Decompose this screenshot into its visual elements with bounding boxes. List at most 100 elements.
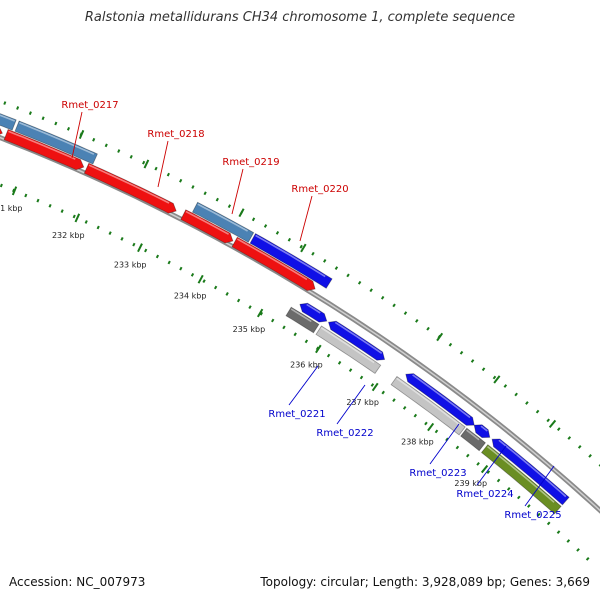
- leader-line-rmet_0223: [429, 423, 460, 465]
- cds-block-rmet-0225: [491, 438, 570, 506]
- inner-tick-track-dot: [72, 214, 76, 219]
- cds-block-rmet-0222: [327, 320, 386, 361]
- inner-tick-track-dot: [370, 383, 375, 387]
- outer-tick-track-dot: [215, 197, 219, 202]
- tick-label-236-kbp: 236 kbp: [290, 360, 323, 369]
- inner-tick-track-dot: [293, 332, 297, 337]
- cds-block-rmet-0220-upper: [249, 233, 333, 289]
- cds-block-rmet-0223: [405, 373, 475, 426]
- outer-tick-track-dot: [54, 121, 58, 126]
- inner-tick-track-dot: [576, 548, 580, 552]
- inner-tick-track-major: [74, 213, 81, 223]
- outer-tick-track-dot: [251, 217, 256, 222]
- inner-tick-track-dot: [402, 405, 407, 410]
- outer-tick-track-dot: [567, 436, 572, 440]
- gene-block-rmet-0217: [14, 120, 98, 165]
- outer-tick-track-dot: [142, 160, 146, 165]
- inner-tick-track-dot: [304, 339, 309, 344]
- inner-tick-track-dot: [337, 360, 342, 365]
- outer-tick-track-dot: [203, 191, 207, 196]
- leader-line-rmet_0224: [476, 445, 507, 486]
- outer-tick-track-dot: [380, 295, 385, 300]
- inner-tick-track-dot: [84, 220, 88, 224]
- tick-label-237-kbp: 237 kbp: [346, 398, 379, 407]
- inner-tick-track-dot: [424, 421, 428, 426]
- gene-block-rmet-0222-gloss: [320, 327, 375, 364]
- cds-block-rmet-0220-gloss: [237, 238, 308, 281]
- inner-tick-track-dot: [381, 390, 385, 395]
- outer-tick-track-dot: [357, 280, 362, 285]
- tick-label-231-kbp: 231 kbp: [0, 204, 22, 213]
- outer-tick-track-dot: [129, 154, 133, 159]
- inner-tick-track-dot: [167, 260, 171, 265]
- inner-tick-track-major: [11, 186, 18, 196]
- outer-tick-track-dot: [525, 401, 529, 405]
- outer-tick-track-dot: [459, 350, 464, 355]
- gene-block-rmet-0221-gloss: [290, 308, 312, 323]
- outer-tick-track-major: [493, 375, 501, 384]
- gene-block-rmet-0222: [315, 325, 382, 374]
- cds-block-rmet-0224-gloss: [480, 425, 488, 432]
- gene-label-rmet_0220: Rmet_0220: [291, 184, 348, 195]
- outer-tick-track-dot: [535, 409, 540, 414]
- inner-tick-track-dot: [348, 368, 353, 373]
- gene-block-rmet-0216-gloss: [0, 114, 15, 122]
- inner-tick-track-dot: [236, 298, 241, 303]
- inner-tick-track-dot: [392, 398, 396, 403]
- cds-block-rmet-0220: [231, 236, 316, 292]
- outer-tick-track-dot: [41, 116, 45, 121]
- inner-tick-track-dot: [566, 539, 571, 543]
- inner-tick-track-dot: [546, 521, 551, 526]
- outer-tick-track-dot: [117, 149, 121, 153]
- tick-label-233-kbp: 233 kbp: [114, 260, 147, 269]
- cds-block-rmet-0217-gloss: [8, 130, 76, 160]
- inner-tick-track-dot: [413, 413, 418, 418]
- gene-block-rmet-0223-gloss: [396, 377, 461, 426]
- inner-tick-track-major: [371, 382, 379, 392]
- inner-tick-track-dot: [36, 198, 40, 203]
- gene-block-rmet-0219-gloss: [197, 203, 248, 232]
- outer-tick-track-dot: [403, 311, 408, 315]
- outer-tick-track-dot: [92, 137, 96, 142]
- outer-tick-track-dot: [514, 392, 518, 397]
- gene-label-rmet_0221: Rmet_0221: [268, 409, 325, 420]
- inner-tick-track-dot: [155, 254, 160, 259]
- cds-block-rmet-0218-gloss: [88, 164, 170, 204]
- inner-tick-track-major: [480, 464, 489, 474]
- gene-label-rmet_0222: Rmet_0222: [316, 428, 373, 439]
- sequence-summary: Topology: circular; Length: 3,928,089 bp…: [260, 575, 590, 589]
- outer-tick-track-dot: [448, 342, 453, 347]
- inner-tick-track-dot: [179, 266, 183, 271]
- inner-tick-track-dot: [527, 504, 531, 508]
- map-title: Ralstonia metallidurans CH34 chromosome …: [84, 10, 516, 25]
- outer-tick-track-dot: [227, 204, 232, 209]
- cds-block-rmet-0219-gloss: [185, 210, 229, 235]
- leader-line-rmet_0220: [299, 195, 313, 242]
- outer-tick-track-dot: [166, 172, 170, 177]
- inner-tick-track-dot: [359, 375, 364, 380]
- outer-tick-track-dot: [556, 427, 561, 431]
- cds-block-rmet-0218: [83, 162, 177, 214]
- gene-block-rmet-0216: [0, 113, 17, 131]
- outer-tick-track-major: [548, 419, 557, 429]
- inner-tick-track-dot: [536, 512, 541, 517]
- leader-line-rmet_0225: [524, 465, 555, 507]
- outer-tick-track-major: [436, 332, 444, 342]
- inner-tick-track-dot: [0, 183, 3, 188]
- inner-tick-track-dot: [190, 272, 195, 277]
- outer-tick-track-dot: [275, 230, 280, 235]
- outer-tick-track-dot: [154, 166, 158, 171]
- inner-tick-track-dot: [445, 437, 449, 442]
- outer-tick-track-major: [300, 243, 307, 253]
- gene-block-rmet-0219: [191, 201, 255, 243]
- gene-block-rmet-0224: [460, 427, 486, 452]
- outer-tick-track-dot: [191, 185, 195, 189]
- leader-line-rmet_0222: [336, 384, 366, 425]
- inner-tick-track-dot: [213, 285, 218, 290]
- leader-line-rmet_0217: [71, 111, 83, 159]
- inner-tick-track-dot: [556, 530, 561, 535]
- outer-tick-track-dot: [503, 384, 508, 388]
- outer-tick-track-major: [238, 208, 245, 218]
- outer-tick-track-dot: [104, 143, 108, 148]
- inner-tick-track-major: [315, 344, 322, 354]
